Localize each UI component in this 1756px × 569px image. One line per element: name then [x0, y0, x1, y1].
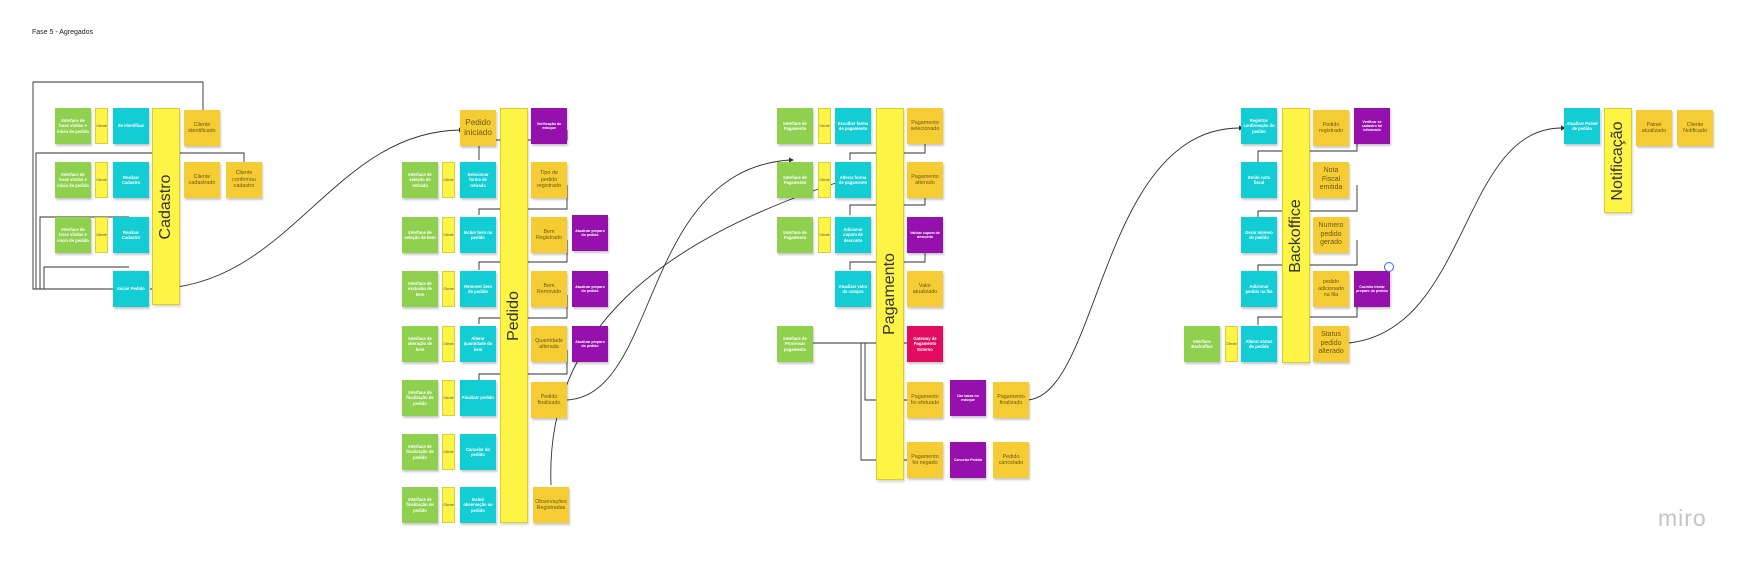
command-note[interactable]: Adicionar cupom de desconto	[835, 217, 871, 253]
event-note[interactable]: Numero pedido gerado	[1313, 217, 1349, 253]
actor-note[interactable]: Cliente	[442, 380, 455, 416]
actor-note[interactable]: Cliente	[442, 271, 455, 307]
event-note[interactable]: Pedido cancelado	[993, 442, 1029, 478]
event-note[interactable]: Bem Removido	[531, 271, 567, 307]
actor-note[interactable]: Cliente	[95, 162, 108, 198]
actor-note[interactable]: Cliente	[818, 108, 831, 144]
policy-note[interactable]: Verificar se cadastro foi informado	[1354, 108, 1390, 144]
command-note[interactable]: Incluir bem no pedido	[460, 217, 496, 253]
command-note[interactable]: Adicionar pedido na fila	[1241, 271, 1277, 307]
actor-note[interactable]: Cliente	[1225, 326, 1238, 362]
event-note[interactable]: Pedido iniciado	[460, 110, 496, 146]
aggregate-label: Notificação	[1609, 120, 1626, 201]
event-note[interactable]: Observações Registradas	[533, 487, 569, 523]
command-note[interactable]: Atualizar Painel de pedido	[1564, 108, 1600, 144]
event-note[interactable]: Pagamento selecionado	[907, 108, 943, 144]
command-note[interactable]: Alterar quantidade do bem	[460, 326, 496, 362]
command-note[interactable]: Gerar número de pedido	[1241, 217, 1277, 253]
event-note[interactable]: Quantidade alterada	[531, 326, 567, 362]
actor-note[interactable]: Cliente	[818, 217, 831, 253]
interface-note[interactable]: Interface de alteração de bem	[402, 326, 438, 362]
interface-note[interactable]: Interface Backoffice	[1184, 326, 1220, 362]
command-note[interactable]: Realizar Cadastro	[113, 162, 149, 198]
command-note[interactable]: Finalizar pedido	[460, 380, 496, 416]
interface-note[interactable]: Interface de finalização de pedido	[402, 434, 438, 470]
event-note[interactable]: Pedido finalizado	[531, 382, 567, 418]
event-note[interactable]: Bem Registrado	[531, 217, 567, 253]
command-note[interactable]: Registrar confirmação do pedido	[1241, 108, 1277, 144]
event-note[interactable]: Status pedido alterado	[1313, 326, 1349, 362]
interface-note[interactable]: Interface de seleção de bem	[402, 217, 438, 253]
aggregate-pedido[interactable]: Pedido	[500, 108, 528, 523]
interface-note[interactable]: Interface de boas vindas e início de ped…	[55, 217, 91, 253]
aggregate-label: Pedido	[505, 290, 522, 341]
actor-note[interactable]: Cliente	[442, 434, 455, 470]
command-note[interactable]: Emitir nota fiscal	[1241, 162, 1277, 198]
interface-note[interactable]: Interface de boas vindas e início de ped…	[55, 162, 91, 198]
interface-note[interactable]: Interface de seleção de retirada	[402, 162, 438, 198]
actor-note[interactable]: Cliente	[442, 326, 455, 362]
interface-note[interactable]: Interface de finalização de pedido	[402, 380, 438, 416]
command-note[interactable]: Iniciar Pedido	[113, 271, 149, 307]
actor-note[interactable]: Cliente	[442, 162, 455, 198]
cursor-icon	[1384, 262, 1394, 272]
command-note[interactable]: Incluir observação ao pedido	[460, 487, 496, 523]
board-title: Fase 5 - Agregados	[32, 29, 94, 36]
actor-note[interactable]: Cliente	[818, 162, 831, 198]
event-note[interactable]: Cliente confirmou cadastro	[226, 162, 262, 198]
command-note[interactable]: Alterar forma de pagamento	[835, 162, 871, 198]
aggregate-notificacao[interactable]: Notificação	[1604, 108, 1632, 213]
actor-note[interactable]: Cliente	[95, 108, 108, 144]
aggregate-label: Cadastro	[157, 174, 174, 239]
policy-note[interactable]: Atualizar preparo do pedido	[572, 271, 608, 307]
aggregate-backoffice[interactable]: Backoffice	[1282, 108, 1310, 363]
policy-note[interactable]: Cozinha Iniciar preparo do pedido	[1354, 271, 1390, 307]
aggregate-label: Backoffice	[1287, 198, 1304, 273]
external-system-note[interactable]: Gateway de Pagamento Externo	[907, 326, 943, 362]
aggregate-pagamento[interactable]: Pagamento	[876, 108, 904, 480]
actor-note[interactable]: Cliente	[442, 487, 455, 523]
command-note[interactable]: Escolher forma de pagamento	[835, 108, 871, 144]
actor-note[interactable]: Cliente	[442, 217, 455, 253]
command-note[interactable]: Realizar Cadastro	[113, 217, 149, 253]
interface-note[interactable]: Interface de Pagamento	[777, 108, 813, 144]
command-note[interactable]: Selecionar forma de retirada	[460, 162, 496, 198]
event-note[interactable]: Cliente identificado	[184, 110, 220, 146]
aggregate-cadastro[interactable]: Cadastro	[152, 108, 180, 305]
interface-note[interactable]: Interface de finalização de pedido	[402, 487, 438, 523]
command-note[interactable]: Atualizar valor da compra	[835, 271, 871, 307]
event-note[interactable]: Painel atualizado	[1636, 110, 1672, 146]
event-note[interactable]: Pagamento alterado	[907, 162, 943, 198]
event-note[interactable]: Cliente cadastrado	[184, 162, 220, 198]
event-note[interactable]: Cliente Notificado	[1677, 110, 1713, 146]
event-note[interactable]: Valor atualizado	[907, 271, 943, 307]
aggregate-label: Pagamento	[881, 253, 898, 335]
miro-logo: miro	[1658, 505, 1707, 531]
command-note[interactable]: Cancelar do pedido	[460, 434, 496, 470]
policy-note[interactable]: Validar cupom de desconto	[907, 217, 943, 253]
policy-note[interactable]: Dar baixa no estoque	[950, 380, 986, 416]
event-note[interactable]: pedido adicionado na fila	[1313, 271, 1349, 307]
event-note[interactable]: Tipo de pedido registrado	[531, 162, 567, 198]
interface-note[interactable]: Interface de Pagamento	[777, 217, 813, 253]
actor-note[interactable]: Cliente	[95, 217, 108, 253]
event-note[interactable]: Pagamento foi efetuado	[907, 382, 943, 418]
interface-note[interactable]: Interface de Pagamento	[777, 162, 813, 198]
policy-note[interactable]: Verificação de estoque	[531, 108, 567, 144]
event-note[interactable]: Pagamento finalizado	[993, 382, 1029, 418]
interface-note[interactable]: Interface de exclusão de bem	[402, 271, 438, 307]
event-note[interactable]: Pedido registrado	[1313, 110, 1349, 146]
policy-note[interactable]: Cancelar Pedido	[950, 442, 986, 478]
policy-note[interactable]: Atualizar preparo do pedido	[572, 326, 608, 362]
event-note[interactable]: Nota Fiscal emitida	[1313, 162, 1349, 198]
event-note[interactable]: Pagamento foi negado	[907, 442, 943, 478]
policy-note[interactable]: Atualizar preparo do pedido	[572, 215, 608, 251]
command-note[interactable]: Se identificar	[113, 108, 149, 144]
interface-note[interactable]: Interface de Processar pagamento	[777, 326, 813, 362]
command-note[interactable]: Alterar status do pedido	[1241, 326, 1277, 362]
interface-note[interactable]: Interface de boas vindas e início de ped…	[55, 108, 91, 144]
command-note[interactable]: Remover bem do pedido	[460, 271, 496, 307]
